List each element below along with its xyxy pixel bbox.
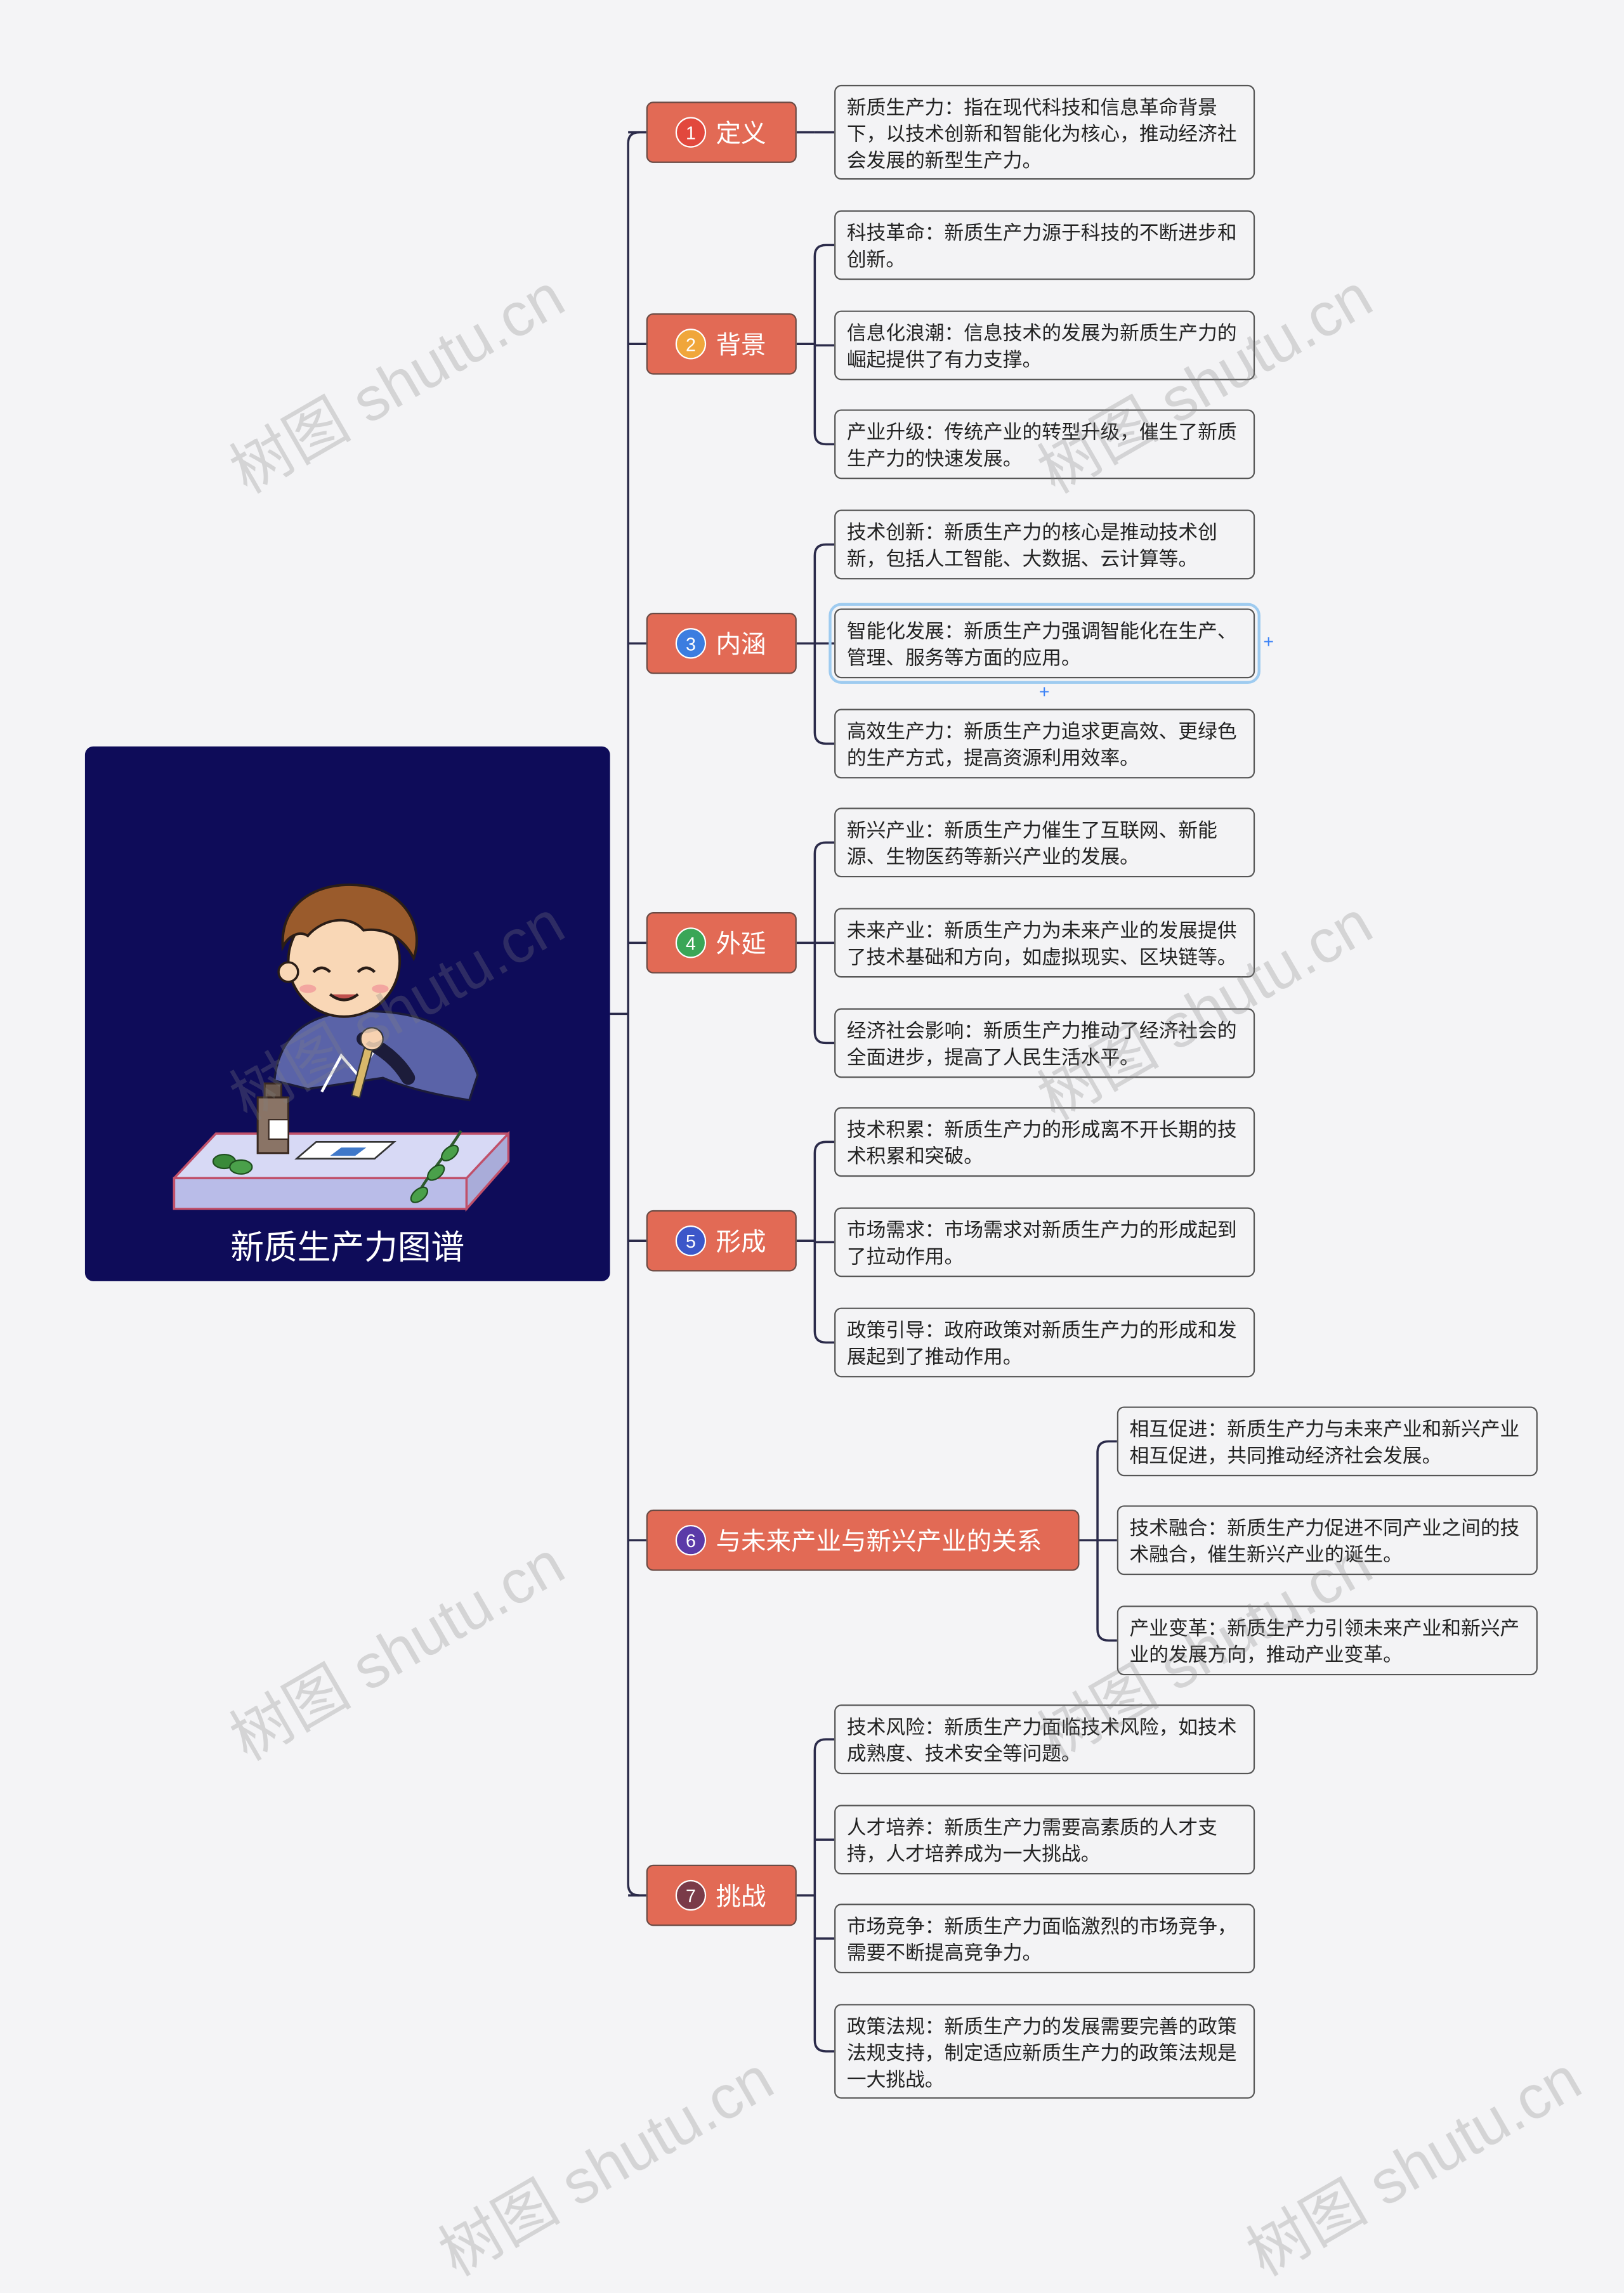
leaf-node[interactable]: 信息化浪潮：信息技术的发展为新质生产力的崛起提供了有力支撑。	[834, 310, 1255, 381]
leaf-node[interactable]: 技术积累：新质生产力的形成离不开长期的技术积累和突破。	[834, 1107, 1255, 1177]
leaf-node[interactable]: 市场竞争：新质生产力面临激烈的市场竞争，需要不断提高竞争力。	[834, 1904, 1255, 1974]
leaf-bus	[813, 1738, 835, 2053]
boy-with-microscope-slide-illustration	[173, 883, 510, 1212]
mind-map-canvas: 新质生产力图谱 1 定义 新质生产力：指在现代科技和信息革命背景下，以技术创新和智能…	[84, 84, 1592, 2289]
leaf-node[interactable]: 政策法规：新质生产力的发展需要完善的政策法规支持，制定适应新质生产力的政策法规是…	[834, 2004, 1255, 2099]
topic-label: 外延	[716, 930, 766, 958]
leaf-node[interactable]: 产业变革：新质生产力引领未来产业和新兴产业的发展方向，推动产业变革。	[1116, 1605, 1538, 1676]
leaf-node[interactable]: 技术风险：新质生产力面临技术风险，如技术成熟度、技术安全等问题。	[834, 1704, 1255, 1775]
leaf-node[interactable]: 新质生产力：指在现代科技和信息革命背景下，以技术创新和智能化为核心，推动经济社会…	[834, 84, 1255, 180]
leaf-node[interactable]: 政策引导：政府政策对新质生产力的形成和发展起到了推动作用。	[834, 1307, 1255, 1378]
topic-number-badge: 2	[675, 329, 707, 360]
connector-lines	[610, 131, 1117, 2053]
topic-label: 与未来产业与新兴产业的关系	[716, 1527, 1042, 1556]
leaf-node[interactable]: 科技革命：新质生产力源于科技的不断进步和创新。	[834, 210, 1255, 280]
leaf-node[interactable]: 市场需求：市场需求对新质生产力的形成起到了拉动作用。	[834, 1207, 1255, 1277]
leaf-node[interactable]: 技术创新：新质生产力的核心是推动技术创新，包括人工智能、大数据、云计算等。	[834, 509, 1255, 580]
topic-label: 定义	[716, 119, 766, 148]
leaf-node[interactable]: 高效生产力：新质生产力追求更高效、更绿色的生产方式，提高资源利用效率。	[834, 709, 1255, 779]
leaf-node[interactable]: 相互促进：新质生产力与未来产业和新兴产业相互促进，共同推动经济社会发展。	[1116, 1406, 1538, 1477]
topic-label: 内涵	[716, 630, 766, 659]
topic-node-5[interactable]: 5 形成	[646, 1210, 797, 1272]
topic-number-badge: 1	[675, 117, 707, 148]
topic-label: 形成	[716, 1228, 766, 1257]
leaf-node[interactable]: 技术融合：新质生产力促进不同产业之间的技术融合，催生新兴产业的诞生。	[1116, 1505, 1538, 1576]
topic-node-7[interactable]: 7 挑战	[646, 1864, 797, 1926]
topic-number-badge: 7	[675, 1879, 707, 1911]
topic-number-badge: 3	[675, 628, 707, 659]
leaf-node[interactable]: 人才培养：新质生产力需要高素质的人才支持，人才培养成为一大挑战。	[834, 1805, 1255, 1875]
add-child-button[interactable]: +	[1263, 630, 1274, 652]
root-title: 新质生产力图谱	[230, 1229, 465, 1267]
topic-node-3[interactable]: 3 内涵	[646, 613, 797, 674]
leaf-node[interactable]: 新兴产业：新质生产力催生了互联网、新能源、生物医药等新兴产业的发展。	[834, 807, 1255, 878]
leaf-node[interactable]: 未来产业：新质生产力为未来产业的发展提供了技术基础和方向，如虚拟现实、区块链等。	[834, 908, 1255, 978]
root-node[interactable]: 新质生产力图谱	[84, 746, 610, 1281]
topic-label: 挑战	[716, 1883, 766, 1911]
trunk-line	[627, 131, 639, 1897]
topic-label: 背景	[716, 331, 766, 360]
leaf-node[interactable]: 经济社会影响：新质生产力推动了经济社会的全面进步，提高了人民生活水平。	[834, 1008, 1255, 1078]
topic-node-2[interactable]: 2 背景	[646, 313, 797, 375]
leaf-node[interactable]: 产业升级：传统产业的转型升级，催生了新质生产力的快速发展。	[834, 409, 1255, 480]
topic-number-badge: 6	[675, 1525, 707, 1556]
leaf-node[interactable]: 智能化发展：新质生产力强调智能化在生产、管理、服务等方面的应用。	[828, 603, 1261, 684]
topic-number-badge: 5	[675, 1225, 707, 1257]
topic-node-4[interactable]: 4 外延	[646, 912, 797, 974]
topic-node-6[interactable]: 6 与未来产业与新兴产业的关系	[646, 1509, 1080, 1571]
topic-node-1[interactable]: 1 定义	[646, 101, 797, 163]
add-sibling-button[interactable]: +	[1038, 681, 1050, 702]
topic-number-badge: 4	[675, 927, 707, 958]
